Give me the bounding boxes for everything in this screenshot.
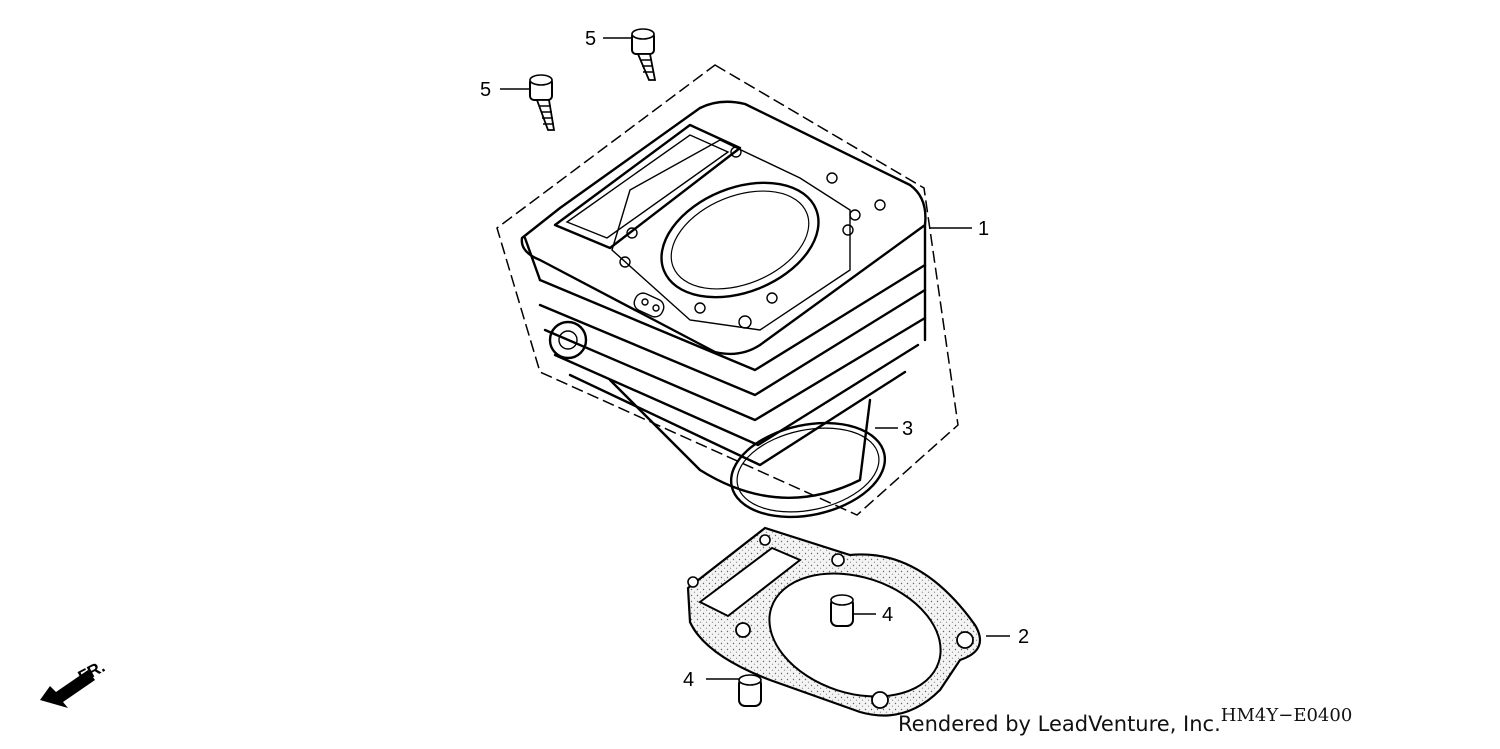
flange-bolt-right[interactable] (631, 28, 657, 81)
callout-3: 3 (902, 418, 913, 440)
callout-4-lower: 4 (683, 669, 694, 691)
dowel-pin-upper[interactable] (830, 594, 854, 627)
cylinder[interactable] (520, 100, 927, 530)
callout-4-upper: 4 (882, 604, 893, 626)
callout-5-left: 5 (480, 79, 491, 101)
callout-1: 1 (978, 218, 989, 240)
o-ring[interactable] (722, 410, 893, 530)
front-direction-marker: FR. (40, 657, 108, 708)
front-arrow-icon (40, 670, 95, 708)
assembly-boundary (496, 64, 959, 516)
credit-text: Rendered by LeadVenture, Inc. (898, 712, 1221, 736)
callout-5-right: 5 (585, 28, 596, 50)
diagram-code: HM4Y−E0400 (1220, 705, 1353, 726)
callout-2: 2 (1018, 626, 1029, 648)
render-credit: Rendered by LeadVenture, Inc.HM4Y−E0400 (898, 705, 1352, 736)
cylinder-gasket[interactable] (686, 526, 982, 717)
leader-lines (500, 37, 1010, 680)
flange-bolt-left[interactable] (529, 74, 556, 131)
dowel-pin-lower[interactable] (738, 674, 762, 707)
